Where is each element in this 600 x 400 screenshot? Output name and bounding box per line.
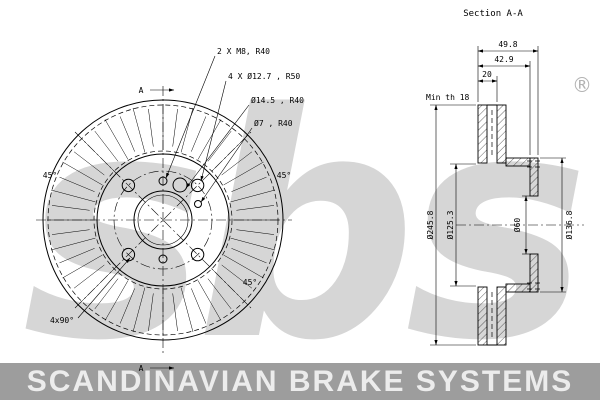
flange-bottom bbox=[529, 253, 539, 293]
dim-label-outer-diameter: Ø245.8 bbox=[425, 210, 435, 239]
leader-bolt-holes bbox=[200, 80, 227, 182]
hat-wall-top bbox=[505, 157, 531, 167]
callout-hole-14-5: Ø14.5 , R40 bbox=[251, 95, 304, 105]
section-marker-bottom: A bbox=[139, 364, 144, 373]
center-bore-circle bbox=[133, 190, 193, 250]
leader-m8 bbox=[165, 55, 216, 179]
leader-hole-7 bbox=[200, 127, 253, 203]
dim-label-inner-width: 42.9 bbox=[494, 55, 513, 64]
hub-face-circle bbox=[96, 153, 230, 287]
footer-band bbox=[0, 363, 600, 400]
m8-hole-top bbox=[158, 176, 168, 186]
bolt-circle bbox=[113, 170, 213, 270]
bolt-hole bbox=[190, 247, 205, 262]
bolt-hole bbox=[121, 178, 136, 193]
section-title: Section A-A bbox=[463, 9, 523, 19]
section-view: Section A-A 49.8 42.9 20 Min bbox=[425, 9, 584, 346]
vent-inner-circle bbox=[93, 150, 233, 290]
angle-label-lower: 45° bbox=[243, 278, 257, 287]
dim-label-bolt-circle: Ø125.3 bbox=[445, 210, 455, 239]
dim-label-min-thickness: Min th 18 bbox=[426, 93, 470, 102]
hole-7 bbox=[194, 200, 202, 208]
registered-trademark-icon: ® bbox=[572, 73, 592, 97]
inboard-plate-bottom bbox=[496, 286, 507, 346]
bolt-hole bbox=[190, 178, 205, 193]
outboard-plate-top bbox=[477, 104, 488, 164]
callout-bolt-holes: 4 X Ø12.7 , R50 bbox=[228, 71, 300, 81]
inboard-plate-top bbox=[496, 104, 507, 164]
angle-label-pattern: 4x90° bbox=[50, 316, 74, 325]
section-marker-top: A bbox=[139, 86, 144, 95]
angle-label-left: 45° bbox=[43, 171, 57, 180]
dim-label-hub-diameter: Ø136.8 bbox=[564, 210, 574, 239]
center-bore-chamfer-circle bbox=[137, 194, 189, 246]
front-view: 2 X M8, R40 4 X Ø12.7 , R50 Ø14.5 , R40 … bbox=[36, 47, 304, 373]
vent-hatch-lines bbox=[47, 104, 279, 336]
sbs-watermark-logo: sbs bbox=[23, 48, 580, 400]
leader-hole-14-5 bbox=[185, 104, 250, 189]
dim-label-bore: Ø60 bbox=[512, 218, 522, 233]
callout-hole-7: Ø7 , R40 bbox=[254, 118, 293, 128]
footer-brand-text: SCANDINAVIAN BRAKE SYSTEMS bbox=[27, 365, 574, 398]
dim-label-total-width: 49.8 bbox=[498, 40, 517, 49]
callout-m8: 2 X M8, R40 bbox=[217, 47, 270, 56]
dim-label-disc-width: 20 bbox=[482, 70, 492, 79]
m8-hole-bottom bbox=[158, 254, 168, 264]
outer-edge-circle bbox=[42, 99, 284, 341]
flange-top bbox=[529, 157, 539, 197]
outboard-plate-bottom bbox=[477, 286, 488, 346]
leader-pattern bbox=[77, 257, 131, 319]
hat-wall-bottom bbox=[505, 283, 531, 293]
angle-label-right: 45° bbox=[277, 171, 291, 180]
